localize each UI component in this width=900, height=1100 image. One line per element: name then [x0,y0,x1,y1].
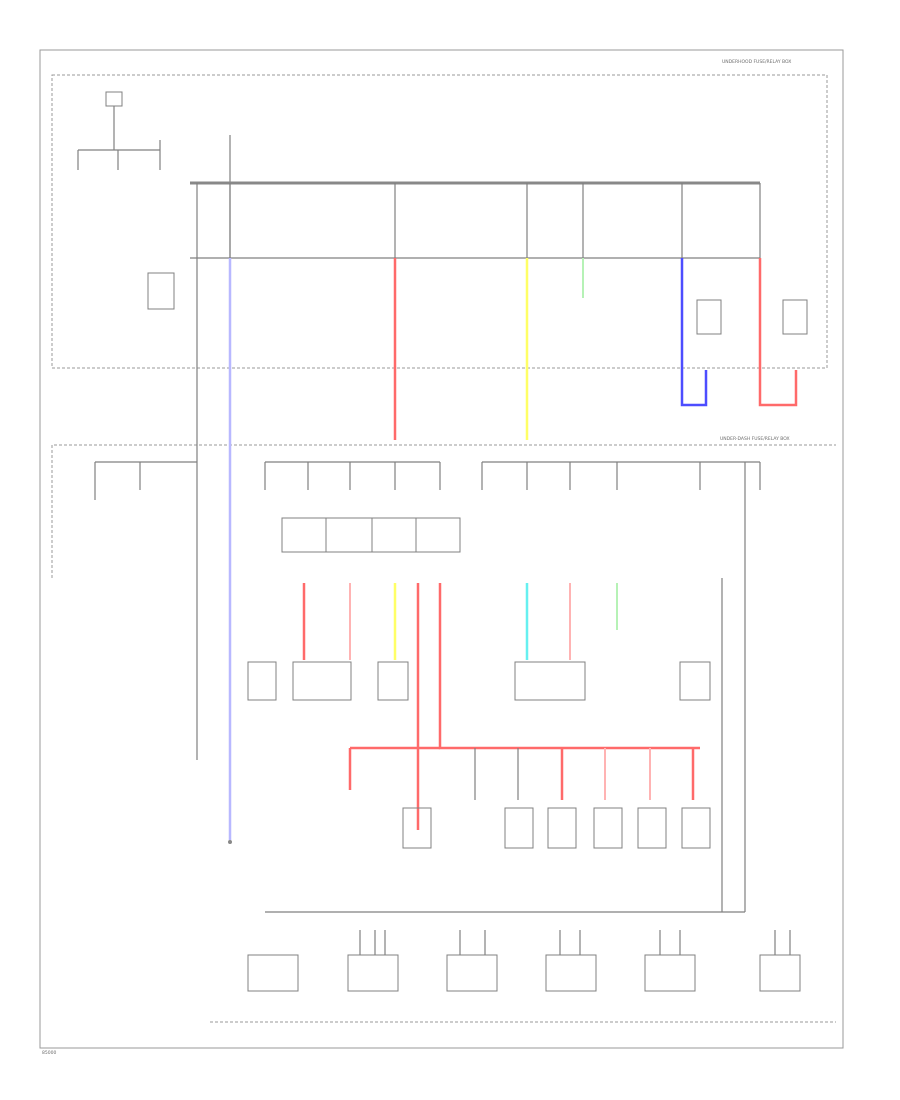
component-h [547,807,577,849]
header-underdash: UNDER-DASH FUSE/RELAY BOX [720,436,790,442]
battery-symbol [77,91,161,170]
footer-code: 85000 [42,1050,56,1056]
relay-strip [281,517,461,553]
ground-point [228,840,232,844]
underdash-fuse-drops [264,462,761,490]
component-e [679,661,711,701]
diagram-frame [39,49,844,1049]
underdash-fuse-box-region [51,444,836,578]
wire-red-b [758,258,798,407]
header-underhood: UNDERHOOD FUSE/RELAY BOX [722,59,791,65]
underhood-fuse-drops [196,183,761,258]
bottom-components [210,930,836,1023]
component-c [377,661,409,701]
component-i [593,807,623,849]
component-a [247,661,277,701]
wire-red-f [348,746,440,790]
component-k [681,807,711,849]
relay-headlight-left [696,299,722,335]
underhood-fuse-box-region [51,74,828,369]
component-g [504,807,534,849]
relay-headlight-right [782,299,808,335]
component-j [637,807,667,849]
component-b [292,661,352,701]
wire-blue [680,258,708,407]
component-f [402,807,432,849]
component-d [514,661,586,701]
relay-box-left [147,272,175,310]
